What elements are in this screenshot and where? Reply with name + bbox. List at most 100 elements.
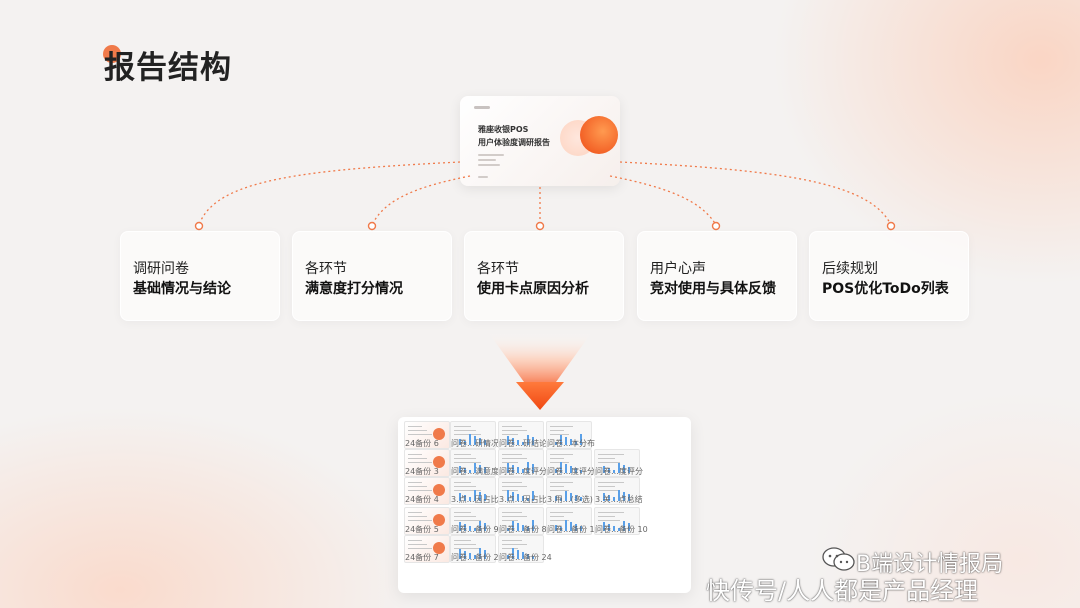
thumb-text-line <box>408 426 422 427</box>
thumb-chart-bar <box>623 521 625 531</box>
slide-thumbnail-label: 问卷…满意度 <box>451 467 499 476</box>
thumb-text-line <box>550 430 564 431</box>
slide-thumbnail-label: 问卷…研情况 <box>451 439 499 448</box>
thumb-text-line <box>454 544 476 545</box>
slide-thumbnail[interactable] <box>404 507 450 535</box>
thumb-text-line <box>550 454 573 455</box>
thumb-chart-bar <box>464 495 466 501</box>
thumb-cover-dot <box>433 514 445 526</box>
thumb-chart-bar <box>575 441 577 445</box>
thumb-chart-bar <box>479 548 481 559</box>
thumb-text-line <box>598 482 624 483</box>
thumb-text-line <box>502 434 518 435</box>
thumb-chart-bar <box>628 467 630 473</box>
thumb-text-line <box>502 458 527 459</box>
thumb-chart-bar <box>565 491 567 501</box>
thumb-chart-bar <box>464 551 466 559</box>
wechat-icon <box>820 545 856 577</box>
slide-thumbnail[interactable] <box>450 507 496 535</box>
cover-meta-line <box>478 164 500 166</box>
thumb-chart-bar <box>517 550 519 559</box>
slide-thumbnail[interactable] <box>546 449 592 477</box>
connector-node-1 <box>194 221 204 231</box>
thumb-chart-bar <box>512 465 514 473</box>
slide-thumbnail-label: 问卷…备份 16 <box>547 525 600 534</box>
slide-thumbnail[interactable] <box>404 477 450 505</box>
thumb-chart-bar <box>484 467 486 473</box>
slide-thumbnail[interactable] <box>404 421 450 449</box>
thumb-chart-bar <box>474 436 476 445</box>
slide-thumbnail[interactable] <box>498 535 544 563</box>
slide-thumbnail[interactable] <box>546 421 592 449</box>
thumb-text-line <box>408 520 432 521</box>
slide-thumbnail[interactable] <box>546 477 592 505</box>
thumb-text-line <box>454 430 476 431</box>
slide-thumbnail[interactable] <box>404 535 450 563</box>
thumb-chart-bar <box>507 528 509 531</box>
thumb-chart-bar <box>555 469 557 473</box>
thumb-text-line <box>454 490 481 491</box>
thumb-text-line <box>598 516 615 517</box>
slide-thumbnail-label: 24备份 7 <box>405 553 439 562</box>
thumb-text-line <box>408 458 427 459</box>
slide-thumbnail[interactable] <box>450 477 496 505</box>
thumb-chart-bar <box>507 490 509 501</box>
slide-thumbnail[interactable] <box>594 477 640 505</box>
slide-thumbnail[interactable] <box>450 421 496 449</box>
thumb-text-line <box>502 544 527 545</box>
thumb-chart-bar <box>628 523 630 531</box>
thumb-chart-bar <box>479 465 481 473</box>
slide-thumbnail-label: 3.关…点总结 <box>595 495 643 504</box>
thumb-chart-bar <box>484 440 486 445</box>
thumb-text-line <box>454 512 471 513</box>
thumb-text-line <box>598 454 624 455</box>
thumb-text-line <box>408 454 422 455</box>
thumb-chart-bar <box>469 470 471 473</box>
thumb-chart-bar <box>580 470 582 473</box>
thumb-text-line <box>598 458 615 459</box>
thumb-chart-bar <box>575 524 577 531</box>
thumb-chart-bar <box>459 522 461 531</box>
thumb-chart-bar <box>575 495 577 501</box>
thumb-text-line <box>454 462 481 463</box>
thumb-chart-bar <box>517 523 519 531</box>
thumb-chart-bar <box>507 555 509 559</box>
thumb-chart-bar <box>527 462 529 473</box>
thumb-text-line <box>502 486 527 487</box>
thumb-text-line <box>502 520 518 521</box>
slide-thumbnail[interactable] <box>594 507 640 535</box>
section-card-subtitle: 竞对使用与具体反馈 <box>650 281 776 297</box>
thumb-text-line <box>408 512 422 513</box>
thumb-text-line <box>550 512 573 513</box>
slide-thumbnail[interactable] <box>594 449 640 477</box>
slide-thumbnail[interactable] <box>498 477 544 505</box>
thumb-chart-bar <box>608 468 610 473</box>
thumb-text-line <box>502 454 522 455</box>
thumb-chart-bar <box>469 553 471 559</box>
section-card-2: 各环节 满意度打分情况 <box>292 231 452 321</box>
thumb-chart-bar <box>532 520 534 531</box>
slide-thumbnail[interactable] <box>450 449 496 477</box>
slide-thumbnail[interactable] <box>450 535 496 563</box>
thumb-chart-bar <box>517 494 519 501</box>
thumb-text-line <box>454 434 481 435</box>
thumb-chart-bar <box>603 493 605 501</box>
slide-thumbnail[interactable] <box>498 507 544 535</box>
section-card-1: 调研问卷 基础情况与结论 <box>120 231 280 321</box>
slide-thumbnail[interactable] <box>404 449 450 477</box>
slide-thumbnail[interactable] <box>498 421 544 449</box>
thumb-text-line <box>550 516 564 517</box>
thumb-text-line <box>454 426 471 427</box>
slide-thumbnail[interactable] <box>498 449 544 477</box>
thumb-chart-bar <box>565 464 567 473</box>
thumb-text-line <box>454 520 481 521</box>
thumb-chart-bar <box>512 521 514 531</box>
thumb-text-line <box>598 486 615 487</box>
thumb-text-line <box>598 462 620 463</box>
thumb-chart-bar <box>532 437 534 445</box>
thumb-text-line <box>502 490 518 491</box>
thumb-text-line <box>502 512 522 513</box>
thumb-chart-bar <box>555 525 557 531</box>
slide-thumbnail[interactable] <box>546 507 592 535</box>
